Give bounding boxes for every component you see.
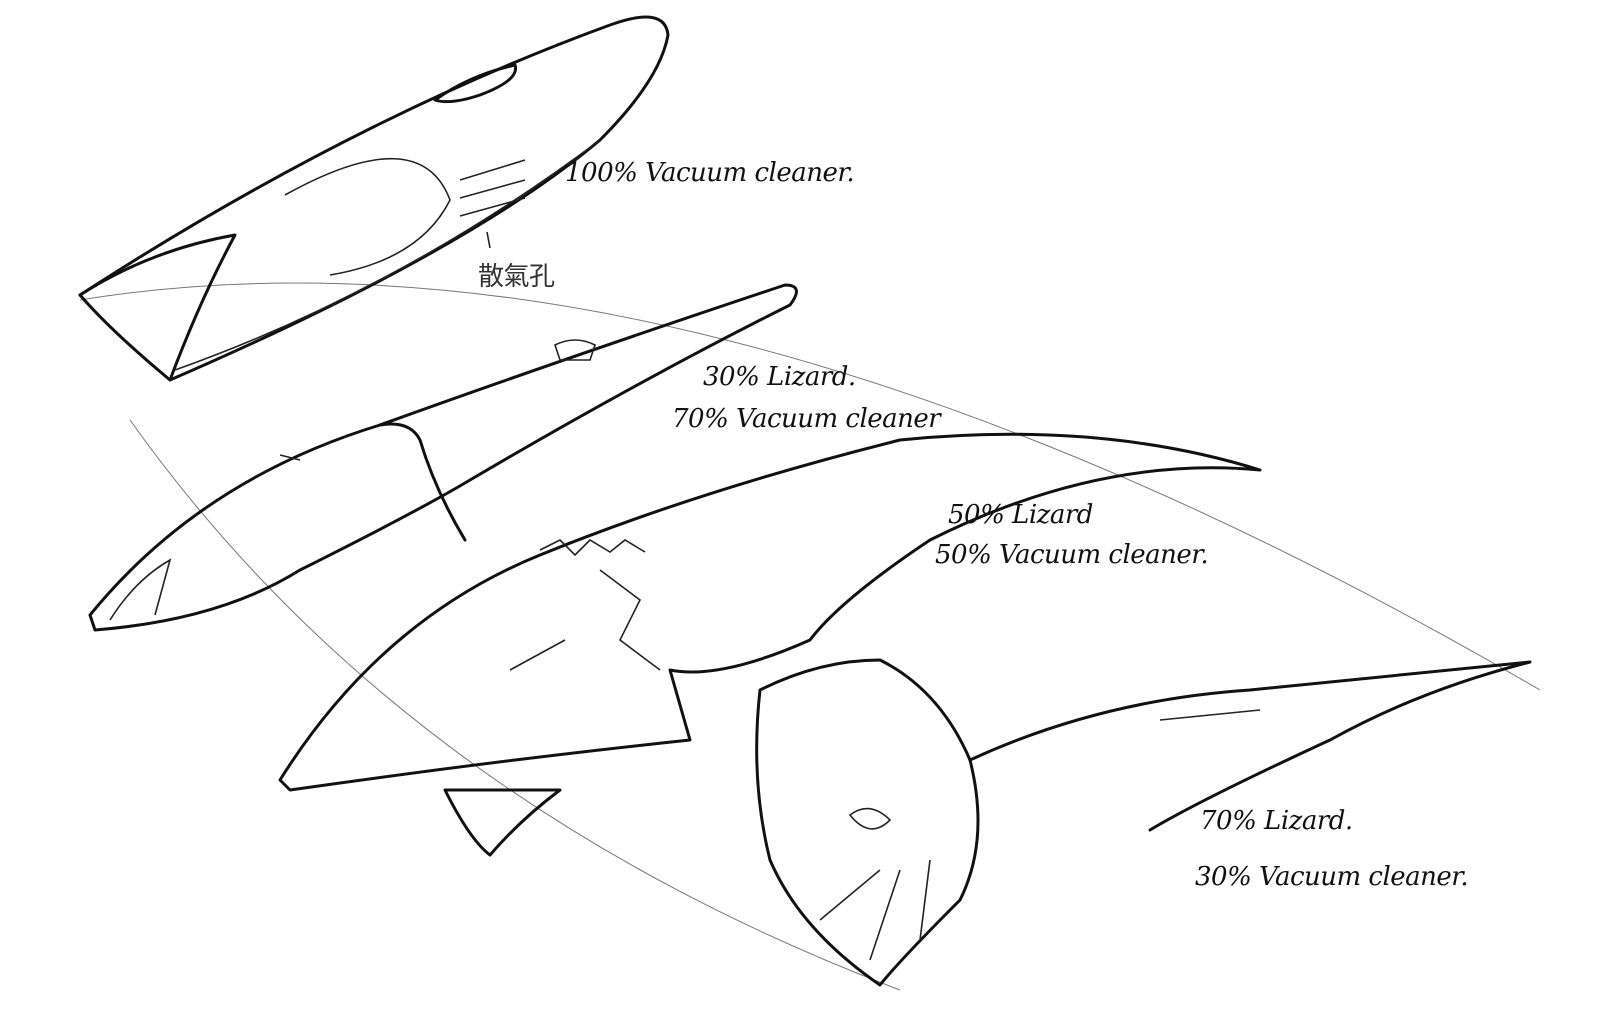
label-70-lizard: 70% Lizard.: [1200, 806, 1353, 836]
lizard-70-sketch: [755, 658, 1532, 987]
label-50-vacuum: 50% Vacuum cleaner.: [935, 540, 1209, 570]
label-50-lizard: 50% Lizard: [948, 500, 1093, 530]
lizard-30-sketch: [88, 283, 798, 632]
label-70-vacuum: 70% Vacuum cleaner: [672, 404, 941, 434]
label-100-vacuum: 100% Vacuum cleaner.: [565, 158, 855, 188]
construction-line: [79, 282, 1541, 691]
lizard-50-sketch: [278, 432, 1262, 857]
label-30-lizard: 30% Lizard.: [703, 362, 856, 392]
label-30-vacuum: 30% Vacuum cleaner.: [1195, 862, 1469, 892]
vacuum-cleaner-sketch: [78, 15, 670, 382]
label-vent-holes: 散氣孔: [478, 262, 555, 292]
construction-line: [129, 419, 901, 991]
